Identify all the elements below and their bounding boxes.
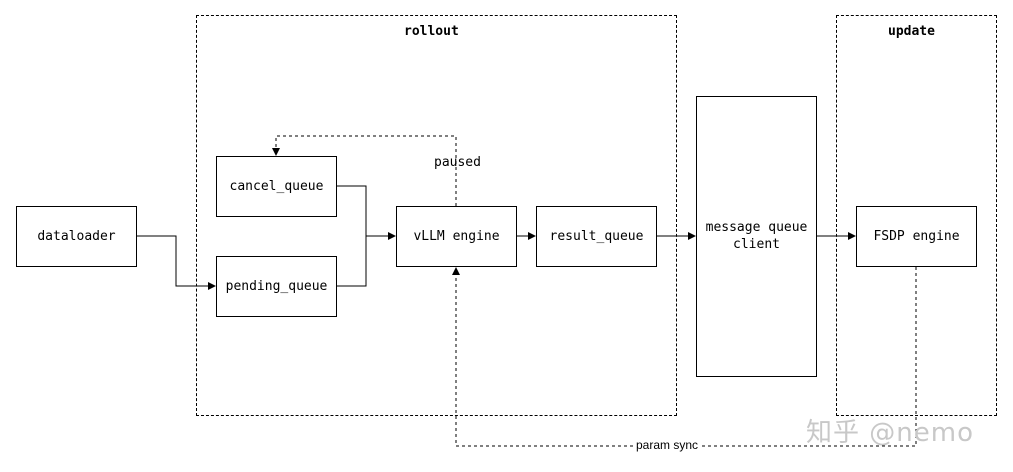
message-queue-label-line1: message queue — [705, 220, 808, 235]
rollout-group — [196, 15, 677, 416]
pending-queue-label: pending_queue — [225, 279, 328, 294]
param-sync-label: param sync — [634, 438, 701, 452]
vllm-engine-label: vLLM engine — [413, 229, 500, 244]
result-queue-label: result_queue — [549, 229, 644, 244]
edge-pending-to-vllm — [337, 236, 367, 287]
fsdp-engine-label: FSDP engine — [873, 229, 960, 244]
update-group-title: update — [888, 24, 935, 39]
dataloader-node: dataloader — [16, 206, 137, 267]
cancel-queue-node: cancel_queue — [216, 156, 337, 217]
paused-label: paused — [434, 155, 481, 170]
rollout-group-title: rollout — [404, 24, 459, 39]
result-queue-node: result_queue — [536, 206, 657, 267]
edge-cancel-to-vllm — [337, 185, 396, 240]
zhihu-watermark: 知乎 @nemo — [806, 418, 974, 448]
dataloader-label: dataloader — [37, 229, 116, 244]
message-queue-client-node: message queue client — [696, 96, 817, 377]
vllm-engine-node: vLLM engine — [396, 206, 517, 267]
fsdp-engine-node: FSDP engine — [856, 206, 977, 267]
edge-paused — [272, 135, 457, 206]
update-group — [836, 15, 997, 416]
pending-queue-node: pending_queue — [216, 256, 337, 317]
edge-dataloader-to-pending — [137, 235, 216, 290]
message-queue-label-line2: client — [733, 237, 780, 252]
cancel-queue-label: cancel_queue — [229, 179, 324, 194]
